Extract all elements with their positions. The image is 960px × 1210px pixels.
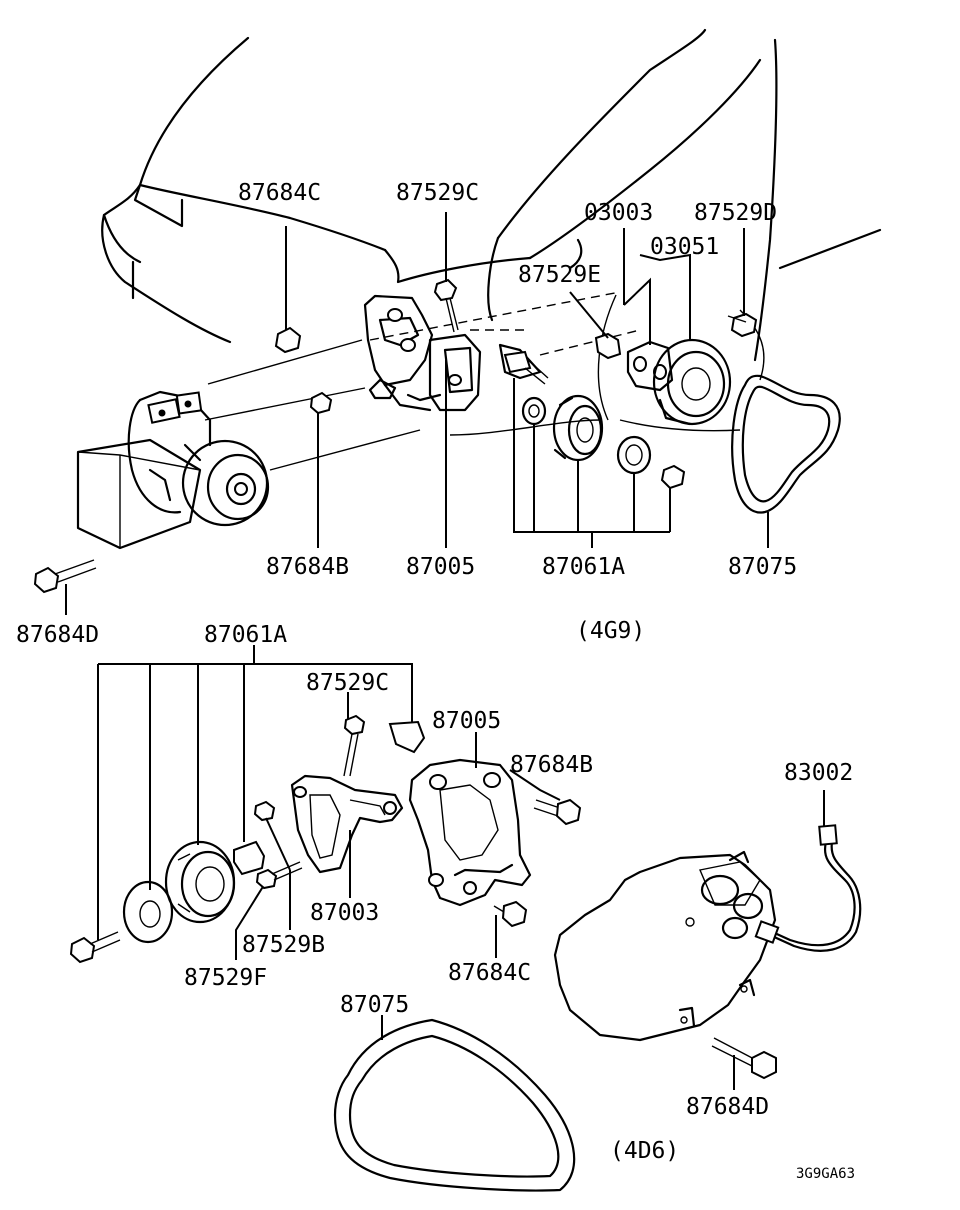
- washer-bottom: [122, 880, 174, 944]
- label-top-87529E: 87529E: [518, 262, 601, 288]
- label-bot-87684C: 87684C: [448, 960, 531, 986]
- bolt-87684D-bottom-right: [711, 1037, 777, 1080]
- tensioner-stud-top: [503, 350, 549, 385]
- nut-top: [660, 464, 686, 490]
- spacer-bottom: [233, 840, 266, 876]
- bolt-87529F-bottom: [255, 861, 303, 890]
- bolt-87684C-bottom: [493, 900, 528, 928]
- label-bot-87529F: 87529F: [184, 965, 267, 991]
- pulley-bracket-03003: [626, 340, 674, 392]
- label-bot-87061A: 87061A: [204, 622, 287, 648]
- drive-belt-87075-top: [731, 374, 841, 514]
- label-bot-87529C: 87529C: [306, 670, 389, 696]
- bolt-87684D-bottom-left: [69, 931, 121, 964]
- bearing-top: [552, 394, 604, 462]
- label-reference-code: 3G9GA63: [796, 1166, 855, 1182]
- label-variant-4d6: (4D6): [610, 1138, 679, 1164]
- label-top-87075: 87075: [728, 554, 797, 580]
- label-top-87684C: 87684C: [238, 180, 321, 206]
- seal-ring-top: [616, 435, 652, 475]
- bolt-87684C-top: [274, 226, 302, 354]
- pulley-bottom: [164, 840, 236, 924]
- leader-lines-bottom: [97, 645, 825, 1090]
- bolt-87529D-top: [727, 228, 758, 338]
- compressor-top: [76, 390, 270, 550]
- bolt-87529B-bottom: [253, 800, 291, 871]
- mounting-guide-lines: [204, 291, 765, 471]
- main-bracket-87005: [408, 758, 532, 907]
- label-variant-4g9: (4G9): [576, 618, 645, 644]
- bolt-87529C-top: [433, 212, 459, 333]
- leader-lines-top: [445, 228, 769, 548]
- label-top-87684D: 87684D: [16, 622, 99, 648]
- pulley-03051: [652, 338, 732, 426]
- vehicle-body-outline: [101, 28, 882, 362]
- wire-harness-83002: [754, 824, 862, 952]
- label-top-87529C: 87529C: [396, 180, 479, 206]
- drive-belt-87075-bottom: [333, 1018, 576, 1192]
- label-bot-87684D: 87684D: [686, 1094, 769, 1120]
- washer-top: [521, 396, 547, 426]
- label-top-87684B: 87684B: [266, 554, 349, 580]
- clip-bracket-bottom: [388, 720, 426, 754]
- label-bot-87529B: 87529B: [242, 932, 325, 958]
- label-bot-83002: 83002: [784, 760, 853, 786]
- bolt-87684B-top: [309, 391, 333, 548]
- tensioner-bracket-87003: [290, 774, 404, 874]
- bolt-87529C-bottom: [343, 714, 366, 777]
- label-top-87061A: 87061A: [542, 554, 625, 580]
- bolt-87684B-bottom: [533, 798, 582, 826]
- label-top-03003: 03003: [584, 200, 653, 226]
- label-bot-87075: 87075: [340, 992, 409, 1018]
- label-top-03051: 03051: [650, 234, 719, 260]
- bolt-87684D-top: [33, 559, 97, 615]
- label-top-87529D: 87529D: [694, 200, 777, 226]
- label-bot-87005: 87005: [432, 708, 501, 734]
- label-bot-87003: 87003: [310, 900, 379, 926]
- bolt-87529E-top: [594, 332, 622, 360]
- label-bot-87684B: 87684B: [510, 752, 593, 778]
- bracket-assembly-top: [363, 294, 542, 412]
- compressor-bottom: [553, 850, 777, 1042]
- label-top-87005: 87005: [406, 554, 475, 580]
